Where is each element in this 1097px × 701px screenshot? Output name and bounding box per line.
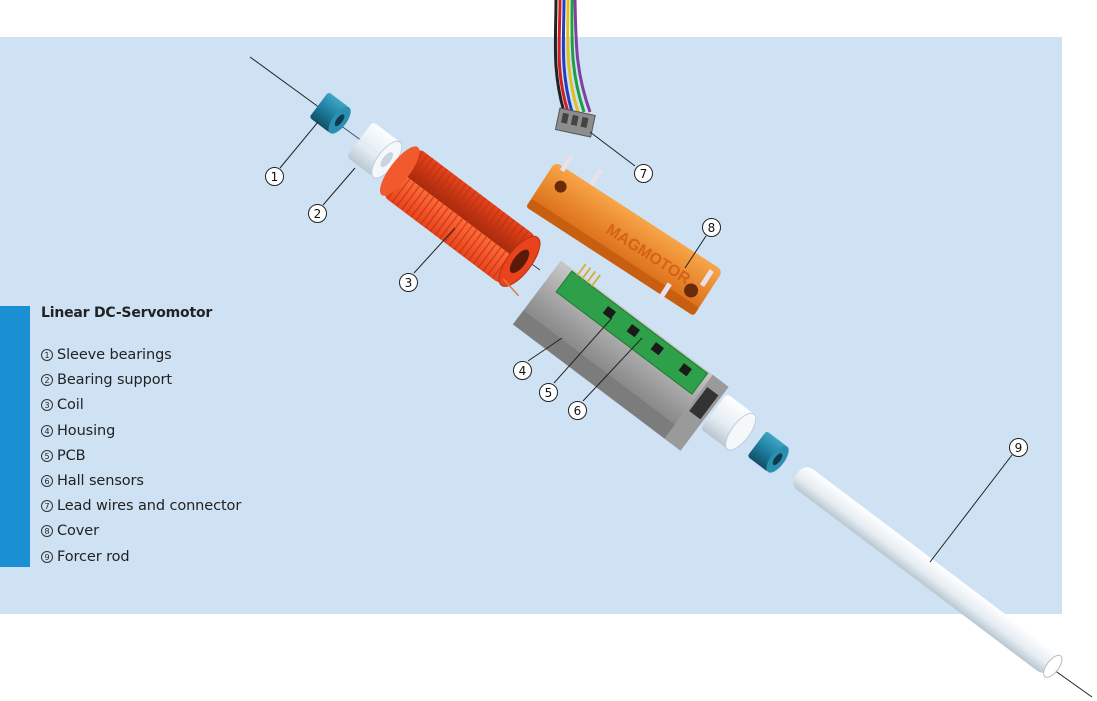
pcb bbox=[555, 263, 709, 395]
legend-number: 6 bbox=[41, 474, 53, 487]
axis-line-left bbox=[249, 56, 321, 109]
sleeve-bearing-right bbox=[748, 431, 789, 473]
legend-label: PCB bbox=[57, 447, 86, 464]
legend-item: 7 Lead wires and connector bbox=[41, 494, 241, 519]
leader-lines bbox=[279, 121, 1013, 563]
legend-item: 1 Sleeve bearings bbox=[41, 343, 241, 368]
callout-7: 7 bbox=[634, 164, 653, 183]
legend-label: Sleeve bearings bbox=[57, 347, 172, 363]
callout-9: 9 bbox=[1009, 438, 1028, 457]
legend-item: 4 Housing bbox=[41, 419, 241, 444]
bearing-support-right bbox=[701, 395, 757, 451]
callout-5: 5 bbox=[539, 383, 558, 402]
callout-6: 6 bbox=[568, 401, 587, 420]
legend-number: 4 bbox=[41, 424, 53, 437]
legend-item: 9 Forcer rod bbox=[41, 545, 241, 570]
legend-number: 1 bbox=[41, 349, 53, 361]
callout-3: 3 bbox=[399, 273, 418, 292]
legend-number: 2 bbox=[41, 374, 53, 387]
legend-number: 8 bbox=[41, 525, 53, 538]
legend-label: Housing bbox=[57, 422, 116, 439]
sleeve-bearing-left bbox=[310, 92, 351, 134]
bearing-support-left bbox=[347, 123, 403, 179]
forcer-rod bbox=[793, 467, 1063, 678]
legend-number: 7 bbox=[41, 500, 53, 513]
legend-label: Coil bbox=[57, 397, 84, 414]
lead-wires bbox=[553, 0, 592, 113]
legend-item: 3 Coil bbox=[41, 393, 241, 418]
callout-2: 2 bbox=[308, 204, 327, 223]
legend-title: Linear DC-Servomotor bbox=[41, 305, 213, 321]
legend-item: 6 Hall sensors bbox=[41, 469, 241, 494]
accent-bar bbox=[0, 306, 30, 567]
legend-number: 3 bbox=[41, 399, 53, 412]
callout-4: 4 bbox=[513, 361, 532, 380]
pcb-pins bbox=[576, 263, 601, 287]
legend-number: 5 bbox=[41, 449, 53, 462]
legend-number: 9 bbox=[41, 550, 53, 563]
legend-item: 2 Bearing support bbox=[41, 368, 241, 393]
callout-1: 1 bbox=[265, 167, 284, 186]
legend-label: Cover bbox=[57, 523, 99, 540]
legend-item: 5 PCB bbox=[41, 444, 241, 469]
hall-sensors bbox=[602, 305, 692, 377]
housing bbox=[512, 260, 729, 451]
coil bbox=[379, 146, 541, 297]
legend-item: 8 Cover bbox=[41, 519, 241, 544]
legend-label: Bearing support bbox=[57, 372, 172, 389]
legend-label: Lead wires and connector bbox=[57, 498, 242, 515]
legend-label: Hall sensors bbox=[57, 472, 144, 489]
connector bbox=[554, 107, 596, 138]
callout-8: 8 bbox=[702, 218, 721, 237]
legend-label: Forcer rod bbox=[57, 548, 130, 565]
